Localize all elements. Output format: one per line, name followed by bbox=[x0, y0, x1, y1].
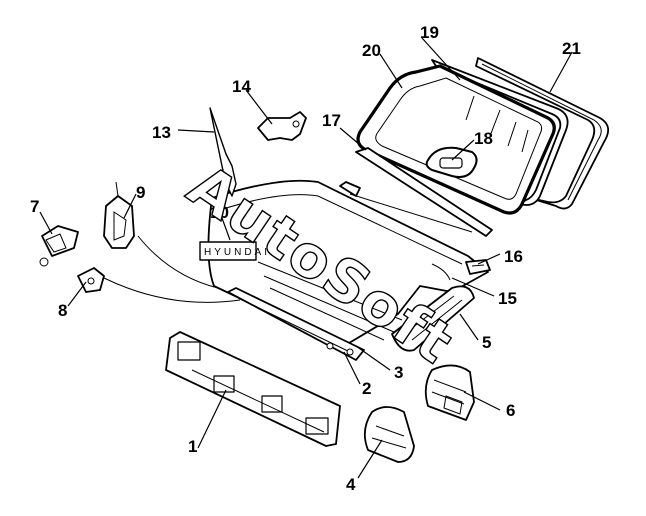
key-cylinder bbox=[39, 225, 79, 267]
rear-garnish bbox=[227, 287, 365, 361]
callout-17: 17 bbox=[322, 111, 341, 130]
callout-6: 6 bbox=[506, 401, 515, 420]
callout-21: 21 bbox=[562, 39, 581, 58]
callout-3: 3 bbox=[394, 363, 403, 382]
callout-7: 7 bbox=[30, 197, 39, 216]
high-mount-stop-lamp bbox=[425, 146, 478, 178]
weatherstrip bbox=[339, 147, 493, 237]
license-lamp bbox=[363, 406, 415, 463]
latch-actuator bbox=[103, 181, 135, 249]
callout-13: 13 bbox=[152, 123, 171, 142]
callout-15: 15 bbox=[498, 289, 517, 308]
antenna bbox=[209, 107, 237, 197]
callout-4: 4 bbox=[346, 475, 356, 494]
callout-1: 1 bbox=[188, 437, 197, 456]
callout-19: 19 bbox=[420, 23, 439, 42]
rear-combination-lamp bbox=[424, 364, 475, 421]
emblem-text: HYUNDAI bbox=[204, 247, 270, 258]
callout-leaders bbox=[39, 37, 573, 479]
trunk-hinge bbox=[257, 111, 307, 141]
callout-9: 9 bbox=[136, 183, 145, 202]
callout-18: 18 bbox=[474, 129, 493, 148]
hyundai-emblem: HYUNDAI bbox=[199, 241, 270, 261]
callout-14: 14 bbox=[232, 77, 251, 96]
rear-reflector bbox=[391, 285, 475, 352]
trunk-striker bbox=[465, 259, 491, 275]
rear-glass-moulding-outer bbox=[475, 57, 610, 210]
callout-2: 2 bbox=[362, 379, 371, 398]
callout-16: 16 bbox=[504, 247, 523, 266]
latch-bracket bbox=[77, 267, 105, 293]
rear-glass-moulding-inner bbox=[431, 59, 569, 206]
callout-5: 5 bbox=[482, 333, 491, 352]
callout-8: 8 bbox=[58, 301, 67, 320]
release-cable bbox=[103, 235, 241, 303]
license-plate-panel bbox=[165, 331, 341, 447]
callout-10: 10 bbox=[210, 203, 229, 222]
callout-20: 20 bbox=[362, 41, 381, 60]
